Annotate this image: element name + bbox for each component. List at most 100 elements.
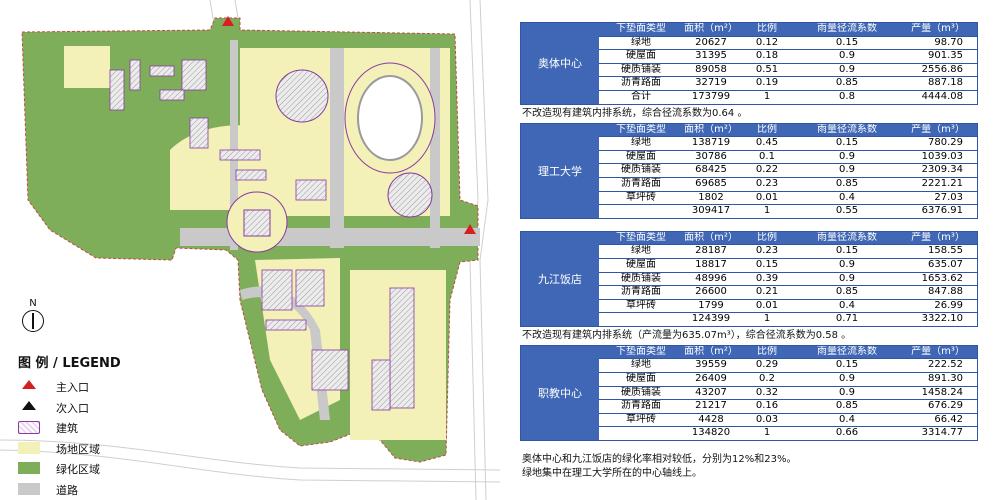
table-cell: 39559 xyxy=(695,359,727,371)
column-header: 下垫面类型 xyxy=(616,345,666,357)
column-header: 雨量径流系数 xyxy=(817,123,877,135)
table-header-row: 下垫面类型面积（m²）比例雨量径流系数产量（m³） xyxy=(599,23,977,36)
table-cell: 32719 xyxy=(695,77,727,89)
table-cell: 4444.08 xyxy=(921,90,963,102)
table-site-name: 理工大学 xyxy=(521,123,599,218)
table-note xyxy=(522,441,978,453)
table-cell: 158.55 xyxy=(928,245,963,257)
table-cell: 0.39 xyxy=(755,272,779,284)
legend: 图 例 / LEGEND 主入口 次入口 建筑 场地区域 绿化区域 道路 xyxy=(18,352,178,500)
footer-note: 绿地集中在理工大学所在的中心轴线上。 xyxy=(522,468,702,480)
table-cell: 2309.34 xyxy=(921,164,963,176)
legend-label: 次入口 xyxy=(56,401,89,415)
table-cell: 1653.62 xyxy=(921,272,963,284)
table-cell: 0.32 xyxy=(755,386,779,398)
table-cell: 0.9 xyxy=(839,373,855,385)
table-cell: 硬质铺装 xyxy=(621,63,661,75)
table-cell: 硬质铺装 xyxy=(621,272,661,284)
table-cell: 0.18 xyxy=(755,50,779,62)
table-cell: 0.1 xyxy=(759,150,775,162)
site-area-swatch xyxy=(18,441,40,454)
table-cell: 21217 xyxy=(695,400,727,412)
table-cell: 0.23 xyxy=(755,245,779,257)
table-cell: 硬质铺装 xyxy=(621,386,661,398)
column-header: 面积（m²） xyxy=(684,345,738,357)
table-cell: 硬屋面 xyxy=(626,150,656,162)
table-cell: 沥青路面 xyxy=(621,286,661,298)
table-cell: 0.85 xyxy=(835,286,859,298)
column-header: 产量（m³） xyxy=(911,231,965,243)
table-cell: 0.03 xyxy=(755,413,779,425)
table-cell: 0.55 xyxy=(835,205,859,217)
table-cell: 69685 xyxy=(695,177,727,189)
table-header-row: 下垫面类型面积（m²）比例雨量径流系数产量（m³） xyxy=(599,345,977,359)
side-entrance-icon xyxy=(22,400,36,410)
table-cell: 绿地 xyxy=(631,359,651,371)
table-cell: 43207 xyxy=(695,386,727,398)
table-cell: 3322.10 xyxy=(921,313,963,325)
legend-label: 建筑 xyxy=(56,422,78,436)
table-cell: 硬质铺装 xyxy=(621,164,661,176)
table-cell: 780.29 xyxy=(928,137,963,149)
column-header: 雨量径流系数 xyxy=(817,231,877,243)
table-cell: 1039.03 xyxy=(921,150,963,162)
table-cell: 901.35 xyxy=(928,50,963,62)
table-site-name: 奥体中心 xyxy=(521,23,599,104)
table-cell: 26409 xyxy=(695,373,727,385)
table-cell: 0.15 xyxy=(755,258,779,270)
table-cell: 沥青路面 xyxy=(621,77,661,89)
column-header: 下垫面类型 xyxy=(616,231,666,243)
table-cell: 26600 xyxy=(695,286,727,298)
compass-icon xyxy=(22,310,44,332)
table-cell: 0.21 xyxy=(755,286,779,298)
table-cell: 0.71 xyxy=(835,313,859,325)
green-area-swatch xyxy=(18,462,40,475)
table-cell: 0.9 xyxy=(839,164,855,176)
column-header: 比例 xyxy=(757,345,777,357)
table-cell: 硬屋面 xyxy=(626,258,656,270)
table-cell: 0.9 xyxy=(839,258,855,270)
table-cell: 134820 xyxy=(691,427,731,439)
table-cell: 18817 xyxy=(695,258,727,270)
arena-1 xyxy=(275,69,329,123)
north-label: N xyxy=(29,298,37,309)
site-plan-map xyxy=(0,0,500,500)
table-cell: 1 xyxy=(763,313,771,325)
table-cell: 68425 xyxy=(695,164,727,176)
column-header: 面积（m²） xyxy=(684,123,738,135)
table-cell: 30786 xyxy=(695,150,727,162)
column-header: 雨量径流系数 xyxy=(817,345,877,357)
table-note: 不改造现有建筑内排系统，综合径流系数为0.64 。 xyxy=(522,107,748,119)
legend-item-road: 道路 xyxy=(18,480,178,500)
table-cell: 0.01 xyxy=(755,191,779,203)
table-cell: 222.52 xyxy=(928,359,963,371)
table-cell: 绿地 xyxy=(631,137,651,149)
table-cell: 31395 xyxy=(695,50,727,62)
table-cell: 0.15 xyxy=(835,36,859,48)
table-cell: 2221.21 xyxy=(921,177,963,189)
legend-label: 主入口 xyxy=(56,381,89,395)
table-cell: 1 xyxy=(763,90,771,102)
table-cell: 硬屋面 xyxy=(626,373,656,385)
table-cell: 0.01 xyxy=(755,299,779,311)
table-cell: 1 xyxy=(763,205,771,217)
table-header-row: 下垫面类型面积（m²）比例雨量径流系数产量（m³） xyxy=(599,123,977,137)
table-cell: 绿地 xyxy=(631,36,651,48)
main-entrance-icon xyxy=(22,380,36,390)
column-header: 面积（m²） xyxy=(684,23,738,34)
